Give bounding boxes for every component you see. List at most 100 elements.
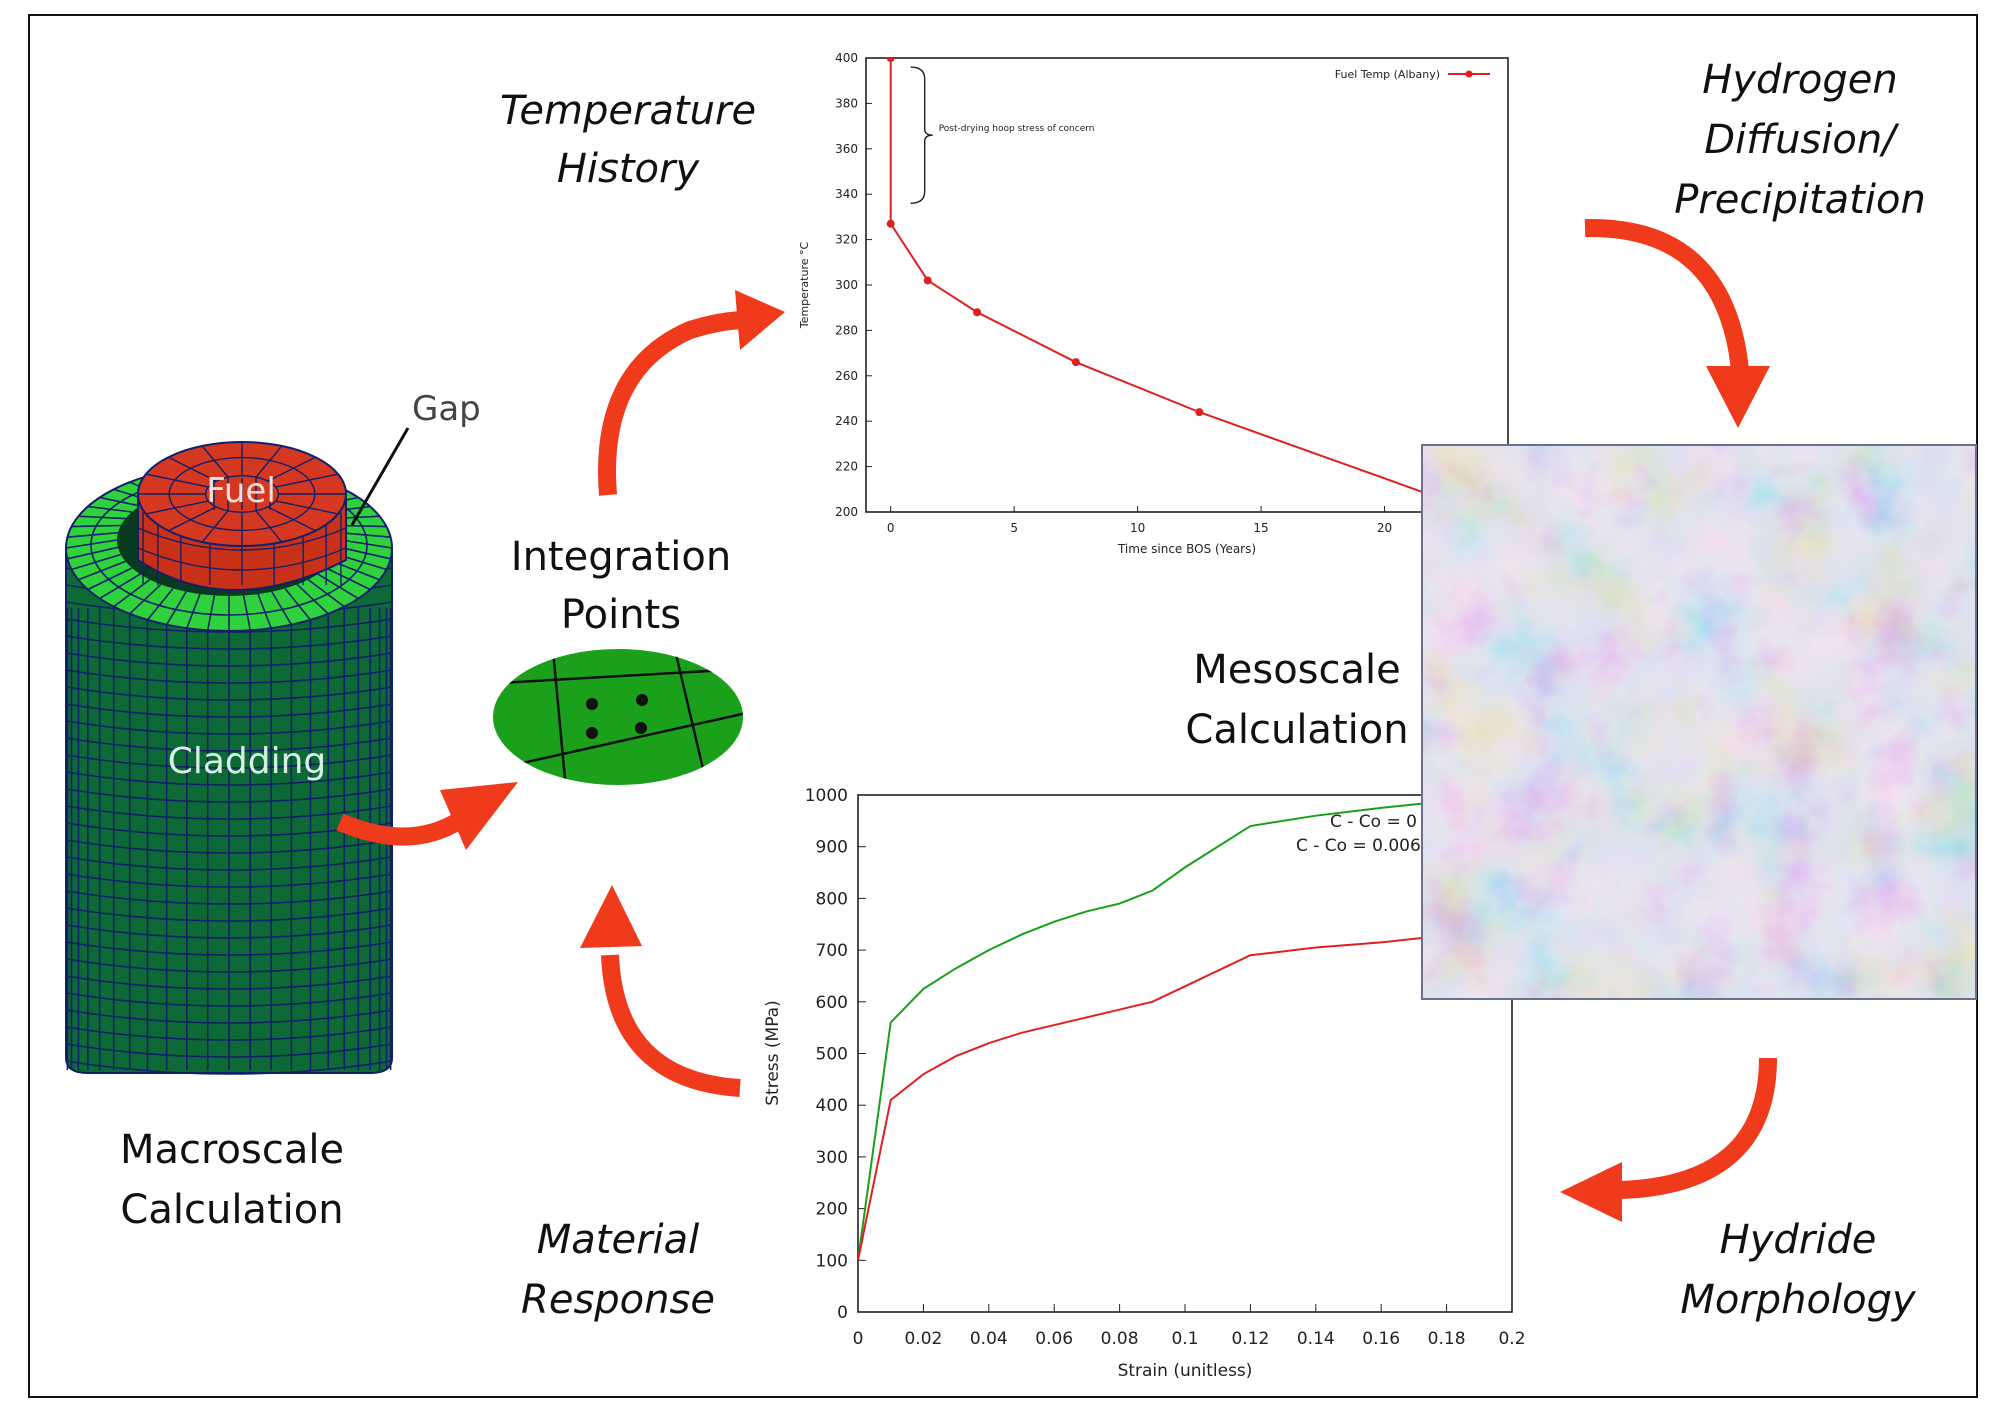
fuel-mesh-line [275, 500, 339, 515]
temperature-annotation-text: Post-drying hoop stress of concern [939, 124, 1095, 134]
cladding-mesh-line [65, 1009, 393, 1024]
temperature-history-label: Temperature History [499, 88, 757, 192]
fuel-mesh-line [137, 547, 347, 571]
stress-x-tick-label: 0.2 [1498, 1329, 1525, 1349]
hydride-morphology-label: Hydride Morphology [1680, 1217, 1916, 1323]
annulus-mesh-line [99, 573, 141, 600]
stress-x-tick-label: 0.14 [1297, 1329, 1335, 1349]
fuel-mesh-line [145, 473, 209, 488]
cladding-mesh-line [65, 924, 393, 939]
annulus-mesh-line [129, 583, 162, 615]
figure-frame [28, 14, 1978, 1398]
stress-x-tick-label: 0.06 [1035, 1329, 1073, 1349]
annulus-mesh-line [113, 578, 151, 608]
stress-y-tick-label: 800 [816, 889, 848, 909]
temperature-plot-frame [865, 57, 1509, 513]
stress-y-tick-label: 300 [816, 1148, 848, 1168]
stress-x-tick-label: 0.02 [904, 1329, 942, 1349]
integration-point [636, 694, 648, 706]
cladding-mesh-line [65, 737, 393, 752]
temperature-x-axis-label: Time since BOS (Years) [1117, 542, 1256, 556]
stress-x-axis-label: Strain (unitless) [1118, 1361, 1253, 1381]
cladding-mesh-line [65, 1043, 393, 1058]
stress-x-tick-label: 0.12 [1231, 1329, 1269, 1349]
gap-leader-line [350, 427, 410, 526]
temperature-data-point [1195, 408, 1204, 417]
arrow-ip-to-temperature [598, 290, 785, 496]
stress-y-tick-label: 400 [816, 1096, 848, 1116]
stress-y-tick-label: 700 [816, 941, 848, 961]
stress-x-tick-label: 0.18 [1428, 1329, 1466, 1349]
material-response-label: Material Response [521, 1217, 715, 1323]
cladding-mesh-line [65, 1026, 393, 1041]
arrow-hydrogen-to-meso [1584, 218, 1770, 428]
temperature-y-tick-label: 340 [835, 187, 858, 201]
temperature-x-tick-label: 15 [1253, 521, 1268, 535]
annulus-mesh-line [78, 560, 126, 581]
stress-y-tick-label: 500 [816, 1045, 848, 1065]
temperature-y-tick-label: 360 [835, 142, 858, 156]
temperature-y-axis-label: Temperature °C [798, 242, 811, 330]
stress-series-line [858, 801, 1431, 1261]
cladding-mesh-line [65, 754, 393, 769]
cladding-mesh-line [65, 907, 393, 922]
stress-x-tick-label: 0.16 [1362, 1329, 1400, 1349]
cladding-mesh-line [65, 669, 393, 684]
integration-points-element [493, 649, 743, 785]
stress-x-tick-label: 0.04 [970, 1329, 1008, 1349]
cladding-mesh-line [65, 788, 393, 803]
temperature-data-point [973, 308, 982, 317]
arrow-cladding-to-ip [336, 782, 518, 850]
temperature-x-tick-label: 20 [1377, 521, 1392, 535]
stress-y-tick-label: 100 [816, 1251, 848, 1271]
flow-arrows [336, 218, 1777, 1222]
integration-point [586, 727, 598, 739]
fuel-mesh-line [275, 473, 339, 488]
fuel-mesh-line [201, 510, 229, 543]
temperature-data-point [1071, 358, 1080, 367]
stress-legend-label: C - Co = 0.006 [1296, 836, 1421, 856]
annulus-mesh-line [317, 573, 359, 600]
stress-x-tick-label: 0 [853, 1329, 864, 1349]
integration-points-label: Integration Points [510, 534, 732, 638]
annulus-mesh-line [186, 593, 201, 629]
cladding-mesh-line [65, 652, 393, 667]
annulus-mesh-line [71, 553, 122, 571]
cladding-mesh-line [65, 890, 393, 905]
macroscale-calculation-label: Macroscale Calculation [119, 1127, 345, 1233]
temperature-y-tick-label: 260 [835, 369, 858, 383]
stress-y-tick-label: 0 [837, 1303, 848, 1323]
stress-y-tick-label: 200 [816, 1200, 848, 1220]
hydrogen-diffusion-label: Hydrogen Diffusion/ Precipitation [1674, 57, 1926, 223]
temperature-y-tick-label: 220 [835, 460, 858, 474]
temperature-data-point [886, 219, 895, 228]
cladding-mesh-line [65, 992, 393, 1007]
temperature-y-tick-label: 300 [835, 278, 858, 292]
temperature-data-point [923, 276, 932, 285]
annulus-mesh-line [257, 593, 272, 629]
fuel-mesh-line [255, 510, 283, 543]
cladding-mesh-line [65, 635, 393, 650]
annulus-mesh-line [296, 583, 329, 615]
cladding-mesh-line [65, 873, 393, 888]
stress-plot-frame [857, 794, 1513, 1313]
temperature-y-tick-label: 320 [835, 233, 858, 247]
cladding-mesh-line [65, 856, 393, 871]
temperature-legend-marker [1465, 70, 1473, 78]
mesoscale-calculation-label: Mesoscale Calculation [1185, 647, 1409, 753]
cladding-mesh-line [65, 771, 393, 786]
fuel-mesh-line [267, 506, 316, 532]
temperature-x-tick-label: 10 [1130, 521, 1145, 535]
temperature-data-point [886, 58, 895, 62]
cladding-mesh-line [65, 720, 393, 735]
cladding-mesh-line [65, 975, 393, 990]
temperature-y-tick-label: 280 [835, 323, 858, 337]
temperature-x-tick-label: 5 [1010, 521, 1018, 535]
stress-x-tick-label: 0.1 [1171, 1329, 1198, 1349]
stress-x-tick-label: 0.08 [1101, 1329, 1139, 1349]
fuel-mesh-line [267, 456, 316, 482]
stress-series-line [858, 936, 1431, 1261]
